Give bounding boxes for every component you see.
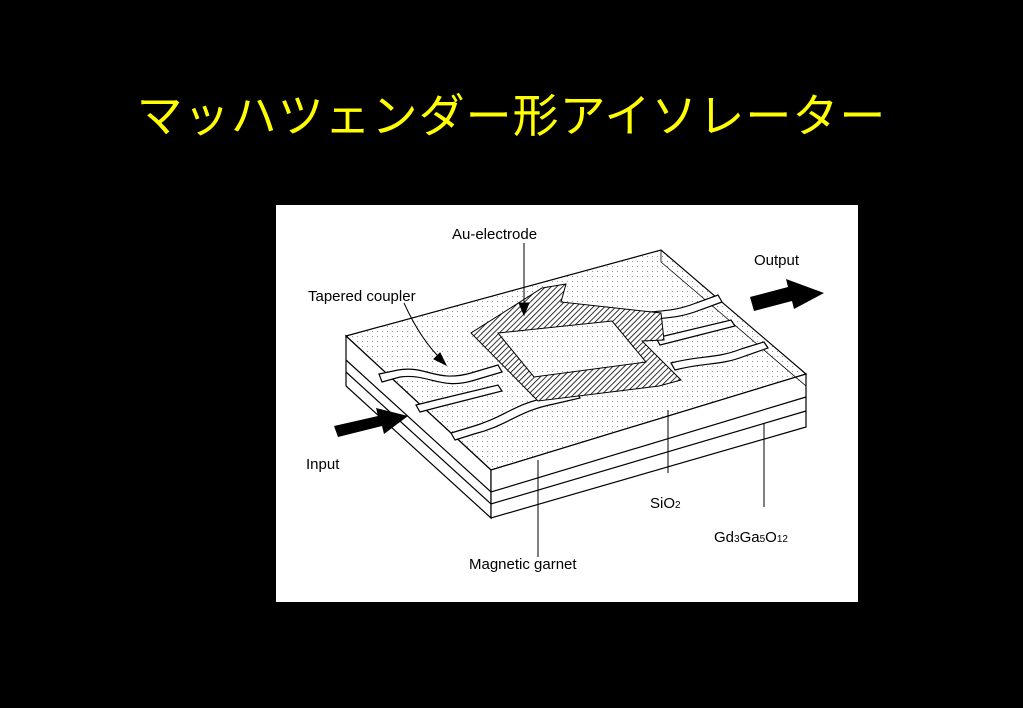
leader-lines (403, 243, 765, 557)
substrate-sub2: 5 (760, 534, 766, 545)
slide-title: マッハツェンダー形アイソレーター (136, 89, 887, 143)
au-electrode-label: Au-electrode (452, 226, 537, 243)
magnetic-garnet-label: Magnetic garnet (469, 556, 577, 573)
au-electrode-arrowhead (518, 302, 530, 317)
sio2-subscript: 2 (675, 500, 681, 511)
output-waveguide-lower (670, 341, 769, 371)
output-label: Output (754, 252, 800, 269)
substrate-label: Gd3Ga5O12 (714, 529, 788, 546)
sio2-label: SiO2 (650, 495, 681, 512)
input-waveguide-upper (378, 364, 503, 385)
substrate-o: O (765, 529, 777, 546)
input-label: Input (306, 456, 340, 473)
substrate-sub3: 12 (777, 534, 789, 545)
input-waveguide-middle (415, 384, 503, 413)
input-arrow-icon (334, 408, 408, 437)
output-arrow-icon (750, 279, 824, 311)
substrate-ga: Ga (740, 529, 761, 546)
block-right-face (490, 373, 807, 519)
output-waveguide-middle (655, 319, 736, 346)
isolator-figure: Au-electrode Tapered coupler Output Inpu… (276, 205, 858, 602)
sio2-layer-line (345, 359, 807, 493)
tapered-coupler-label: Tapered coupler (308, 288, 416, 305)
tapered-coupler-arrowhead (433, 352, 448, 367)
input-waveguide-lower (450, 390, 581, 441)
substrate-gd: Gd (714, 529, 734, 546)
isolator-diagram: Au-electrode Tapered coupler Output Inpu… (306, 226, 824, 573)
substrate-sub1: 3 (734, 534, 740, 545)
sio2-main: SiO (650, 495, 675, 512)
